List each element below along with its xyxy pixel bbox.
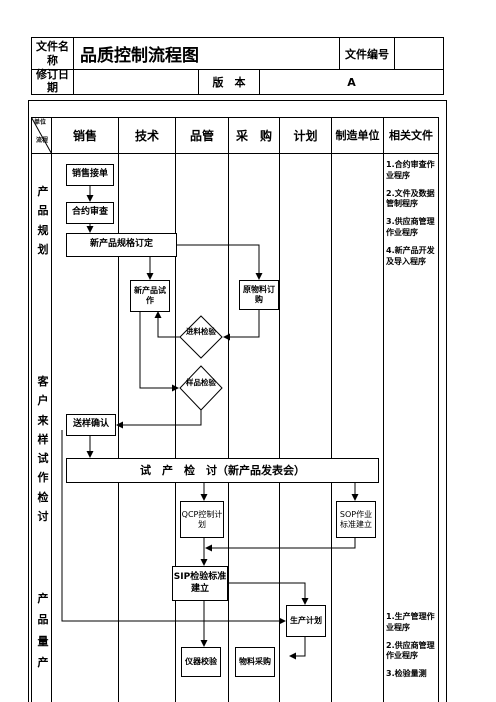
version-value-text: A xyxy=(347,75,356,89)
related-doc-item: 1.合约审查作业程序 xyxy=(386,160,435,180)
sop-standard-box: SOP作业标准建立 xyxy=(336,501,376,538)
related-doc-item: 2.供应商管理作业程序 xyxy=(386,640,435,661)
related-doc-item: 3.检验量测 xyxy=(386,669,427,679)
lane-quality: 品管 xyxy=(189,128,214,143)
corner-flow-label: 流程 xyxy=(36,137,49,144)
related-docs-planning: 1.合约审查作业程序 2.文件及数据管制程序 3.供应商管理作业程序 4.新产品… xyxy=(386,160,438,274)
lane-purchasing: 采 购 xyxy=(235,128,272,143)
contract-review-box: 合约审查 xyxy=(66,202,114,224)
revision-date-label-text: 修订日期 xyxy=(36,68,69,94)
version-value: A xyxy=(259,69,444,95)
qcp-control-plan-box: QCP控制计划 xyxy=(180,501,224,538)
document-title-text: 品质控制流程图 xyxy=(80,46,199,66)
instrument-calibration-box: 仪器校验 xyxy=(181,647,221,677)
stage-mass-production: 产品量产 xyxy=(37,592,49,670)
lane-planning: 计划 xyxy=(293,128,318,143)
lane-sales: 销售 xyxy=(72,128,97,143)
raw-material-order-box: 原物料订 购 xyxy=(239,280,283,310)
related-doc-item: 1.生产管理作业程序 xyxy=(386,612,435,632)
trial-production-review-box: 试 产 检 讨（新产品发表会） xyxy=(66,458,379,483)
sales-order-box: 销售接单 xyxy=(66,164,114,186)
related-docs-production: 1.生产管理作业程序 2.供应商管理作业程序 3.检验量测 xyxy=(386,612,438,687)
corner-unit-label: 单位 xyxy=(34,119,47,126)
sample-confirm-box: 送样确认 xyxy=(66,414,116,436)
incoming-inspection-label: 进料检验 xyxy=(186,327,216,336)
new-spec-box: 新产品规格订定 xyxy=(66,233,177,257)
production-plan-box: 生产计划 xyxy=(286,605,326,637)
material-purchase-box: 物料采购 xyxy=(235,647,275,677)
stage-product-planning: 产品规划 xyxy=(37,185,49,256)
lane-manufacturing: 制造单位 xyxy=(335,129,380,142)
lane-technology: 技术 xyxy=(134,128,159,143)
file-name-label-text: 文件名称 xyxy=(36,40,69,67)
file-number-label-text: 文件编号 xyxy=(345,47,389,61)
related-doc-item: 3.供应商管理作业程序 xyxy=(386,217,435,237)
related-doc-item: 4.新产品开发及导入程序 xyxy=(386,245,435,266)
stage-sample-trial-review: 客户来样试作检讨 xyxy=(37,375,49,523)
sample-inspection-label: 样品检验 xyxy=(186,378,216,387)
lane-related-docs: 相关文件 xyxy=(389,129,433,142)
sip-standard-box: SIP检验标准建立 xyxy=(172,566,228,601)
related-doc-item: 2.文件及数据管制程序 xyxy=(386,188,435,209)
version-label-text: 版 本 xyxy=(212,76,246,89)
new-product-trial-box: 新产品试 作 xyxy=(130,280,174,312)
